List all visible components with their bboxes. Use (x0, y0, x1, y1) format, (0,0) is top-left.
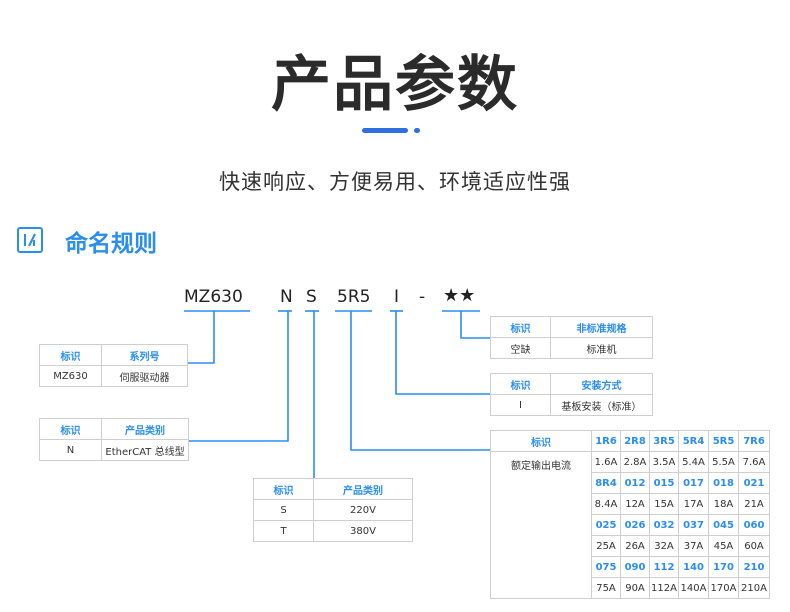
current-value: 5.5A (708, 451, 739, 473)
current-table: 标识 1R6 2R8 3R5 5R4 5R5 7R6 额定输出电流 1.6A 2… (490, 430, 770, 599)
current-code: 210 (738, 556, 770, 578)
current-code: 170 (708, 556, 739, 578)
page-title: 产品参数 (271, 50, 519, 120)
title-underline (362, 128, 408, 133)
series-cell: MZ630 (39, 365, 102, 387)
current-code: 060 (738, 514, 770, 536)
network-cell: EtherCAT 总线型 (101, 439, 189, 461)
current-code: 3R5 (649, 430, 679, 452)
current-value: 90A (620, 577, 650, 599)
custom-header-name: 非标准规格 (550, 316, 653, 338)
current-value: 3.5A (649, 451, 679, 473)
install-header-id: 标识 (490, 373, 551, 395)
voltage-table: 标识 产品类别 S 220V T 380V (253, 478, 413, 542)
current-code: 5R4 (678, 430, 709, 452)
current-value: 17A (678, 493, 709, 515)
series-header-name: 系列号 (101, 344, 188, 366)
install-table: 标识 安装方式 I 基板安装（标准） (490, 373, 653, 416)
install-cell: I (490, 394, 551, 416)
current-code: 2R8 (620, 430, 650, 452)
code-series: MZ630 (184, 287, 243, 307)
current-code: 021 (738, 472, 770, 494)
current-value: 5.4A (678, 451, 709, 473)
network-table: 标识 产品类别 N EtherCAT 总线型 (39, 418, 189, 461)
page-subtitle: 快速响应、方便易用、环境适应性强 (219, 170, 571, 194)
section-title: 命名规则 (65, 231, 157, 257)
current-value: 2.8A (620, 451, 650, 473)
current-code: 5R5 (708, 430, 739, 452)
network-header-name: 产品类别 (101, 418, 189, 440)
voltage-header-name: 产品类别 (313, 478, 413, 500)
custom-cell: 标准机 (550, 337, 653, 359)
current-code: 8R4 (591, 472, 621, 494)
current-value: 75A (591, 577, 621, 599)
current-code: 025 (591, 514, 621, 536)
current-value: 26A (620, 535, 650, 557)
current-code: 037 (678, 514, 709, 536)
current-value: 37A (678, 535, 709, 557)
current-value: 21A (738, 493, 770, 515)
code-current: 5R5 (337, 287, 371, 307)
naming-rule-icon (17, 227, 43, 253)
current-value: 210A (738, 577, 770, 599)
title-underline-dot (414, 128, 420, 133)
current-value: 8.4A (591, 493, 621, 515)
voltage-cell: 220V (313, 499, 413, 521)
custom-spec-table: 标识 非标准规格 空缺 标准机 (490, 316, 653, 359)
code-network: N (280, 287, 293, 307)
current-code: 026 (620, 514, 650, 536)
current-value: 1.6A (591, 451, 621, 473)
current-value: 112A (649, 577, 679, 599)
current-value: 25A (591, 535, 621, 557)
code-install: I (394, 287, 400, 307)
series-table: 标识 系列号 MZ630 伺服驱动器 (39, 344, 188, 387)
current-value: 7.6A (738, 451, 770, 473)
custom-header-id: 标识 (490, 316, 551, 338)
current-code: 112 (649, 556, 679, 578)
current-code: 075 (591, 556, 621, 578)
voltage-cell: S (253, 499, 314, 521)
current-code: 015 (649, 472, 679, 494)
current-value: 170A (708, 577, 739, 599)
series-cell: 伺服驱动器 (101, 365, 188, 387)
code-custom-stars: ★★ (443, 285, 476, 306)
voltage-cell: 380V (313, 520, 413, 542)
code-dash: - (419, 287, 426, 307)
current-label: 额定输出电流 (490, 451, 592, 599)
current-value: 60A (738, 535, 770, 557)
current-code: 012 (620, 472, 650, 494)
current-code: 017 (678, 472, 709, 494)
current-code: 018 (708, 472, 739, 494)
custom-cell: 空缺 (490, 337, 551, 359)
current-code: 7R6 (738, 430, 770, 452)
current-code: 1R6 (591, 430, 621, 452)
series-header-id: 标识 (39, 344, 102, 366)
install-cell: 基板安装（标准） (550, 394, 653, 416)
current-value: 140A (678, 577, 709, 599)
current-value: 45A (708, 535, 739, 557)
network-cell: N (39, 439, 102, 461)
code-voltage: S (306, 287, 317, 307)
current-value: 32A (649, 535, 679, 557)
install-header-name: 安装方式 (550, 373, 653, 395)
current-header-id: 标识 (490, 430, 592, 452)
current-code: 045 (708, 514, 739, 536)
current-code: 140 (678, 556, 709, 578)
current-value: 15A (649, 493, 679, 515)
current-code: 090 (620, 556, 650, 578)
current-code: 032 (649, 514, 679, 536)
voltage-header-id: 标识 (253, 478, 314, 500)
current-value: 18A (708, 493, 739, 515)
network-header-id: 标识 (39, 418, 102, 440)
current-value: 12A (620, 493, 650, 515)
voltage-cell: T (253, 520, 314, 542)
